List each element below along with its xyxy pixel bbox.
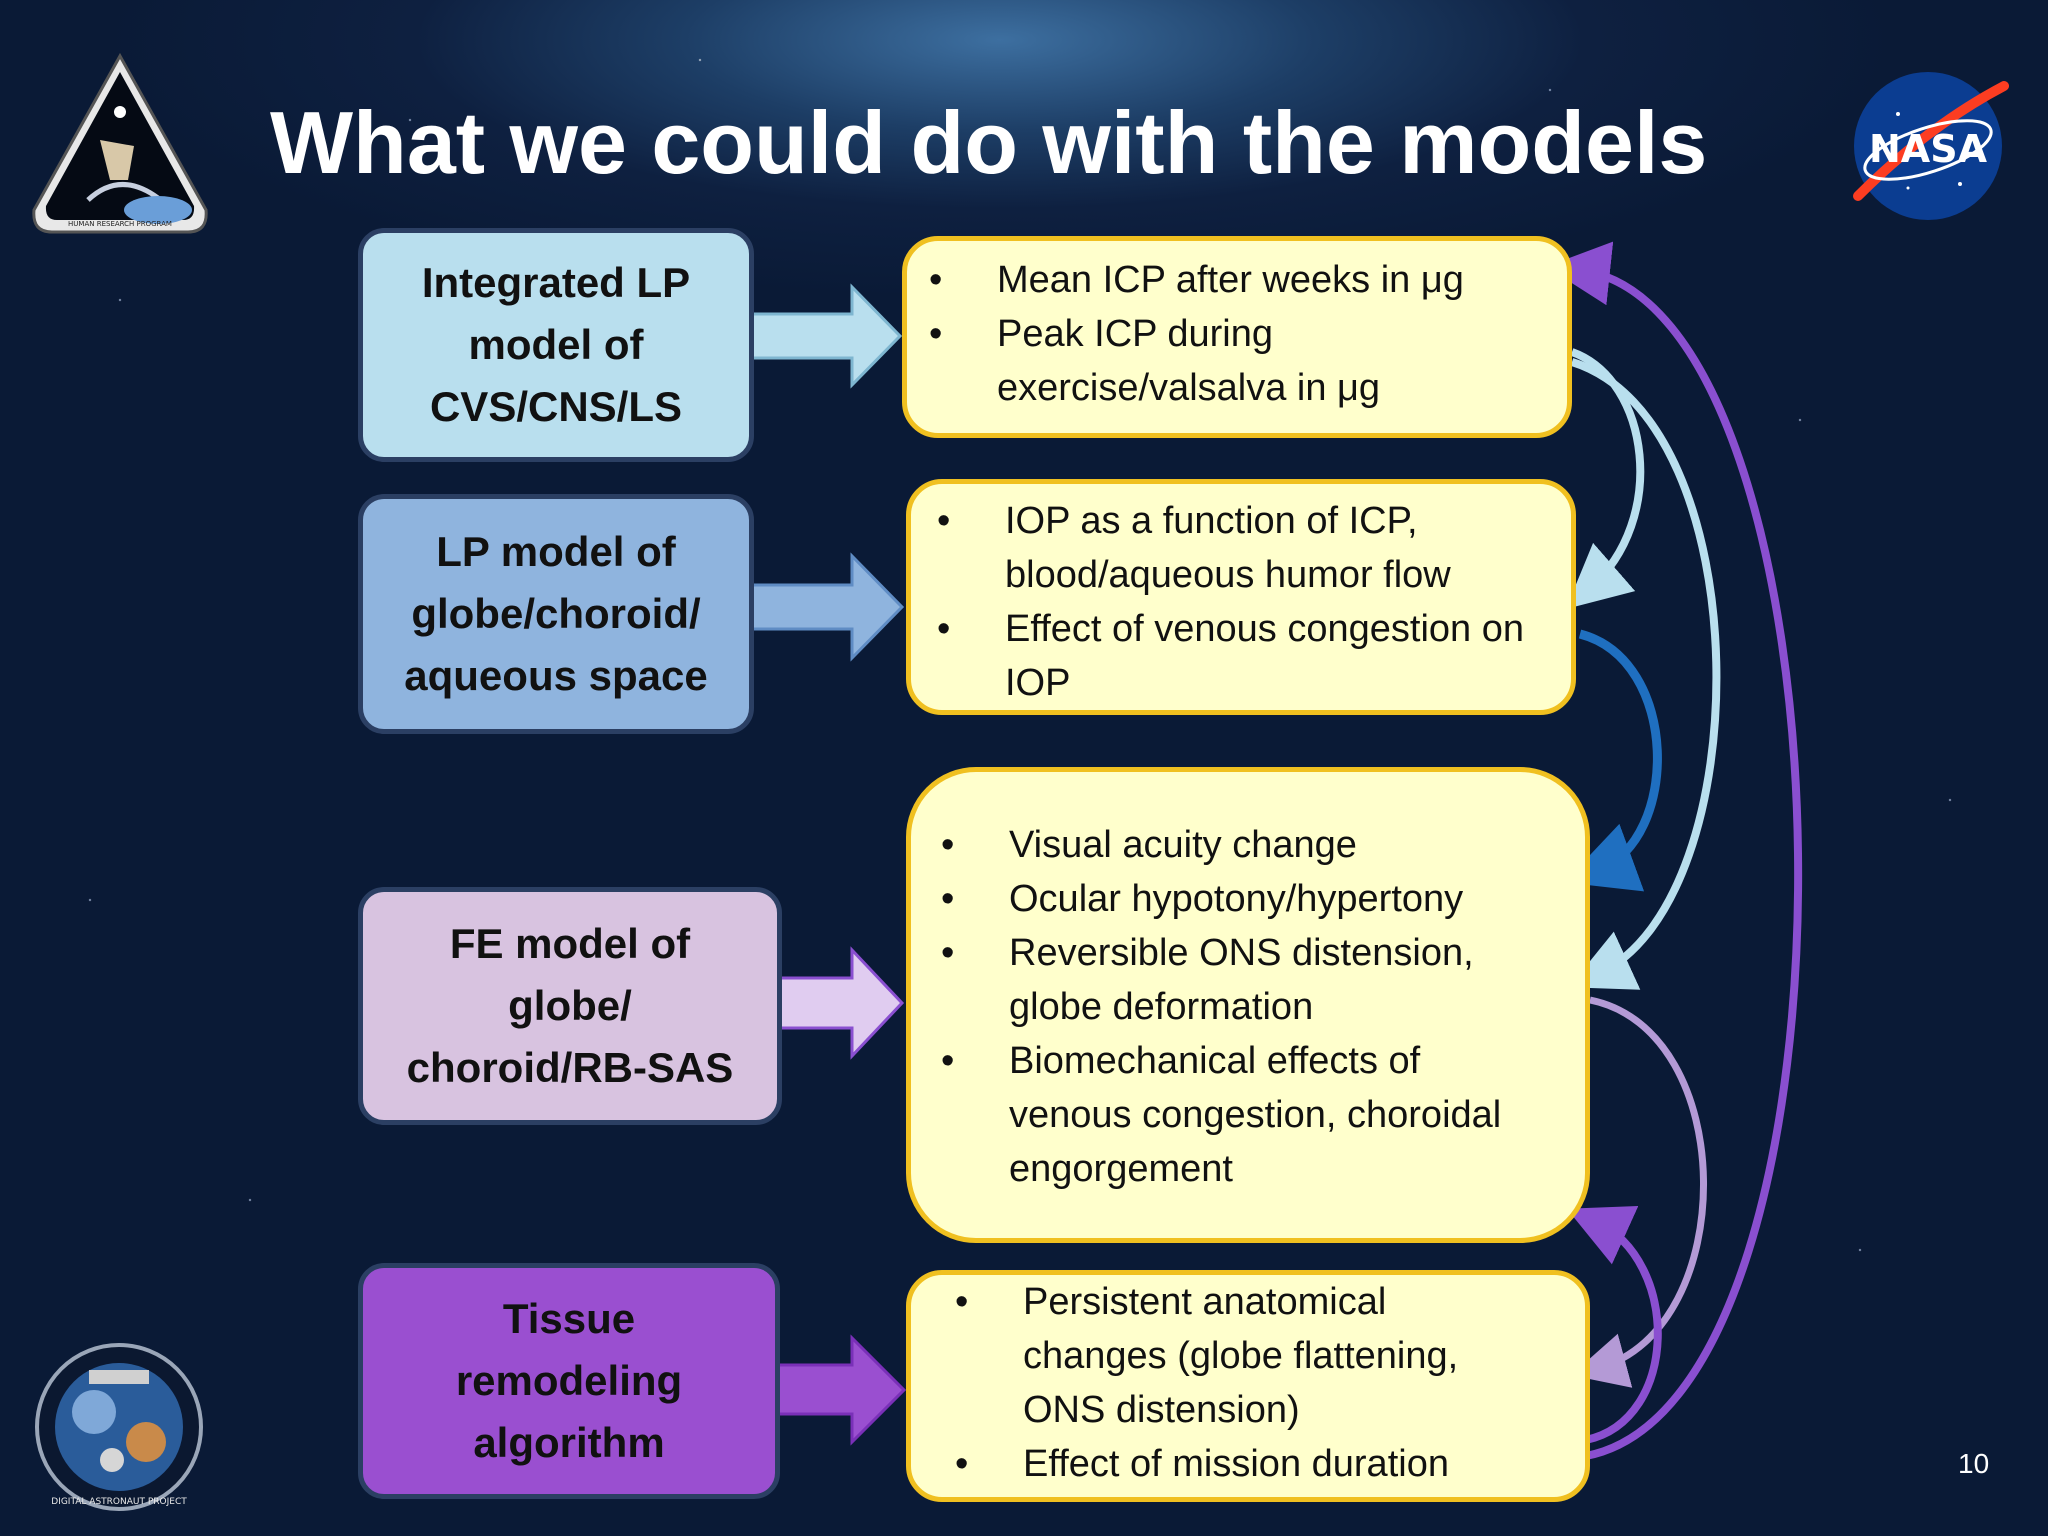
model-arrow-2: [750, 552, 905, 662]
bullet-line: IOP as a function of ICP,: [1005, 500, 1418, 542]
output-box-visual: Visual acuity change Ocular hypotony/hyp…: [906, 767, 1590, 1243]
model-box-label: LP model of globe/choroid/ aqueous space: [404, 528, 708, 699]
model-arrow-3: [778, 946, 905, 1060]
output-bullet: Reversible ONS distension, globe deformat…: [929, 926, 1575, 1034]
model-box-integrated-lp: Integrated LP model of CVS/CNS/LS: [358, 228, 754, 462]
model-box-label: Tissue remodeling algorithm: [455, 1295, 683, 1466]
output-bullet: Peak ICP during exercise/valsalva in μg: [917, 307, 1557, 415]
output-bullet: Ocular hypotony/hypertony: [929, 872, 1575, 926]
arrow-output1-to-output2: [1565, 348, 1645, 610]
bullet-line: changes (globe flattening,: [1023, 1335, 1459, 1377]
bullet-line: Visual acuity change: [1009, 824, 1357, 866]
output-bullet: Persistent anatomical changes (globe flat…: [943, 1275, 1575, 1437]
arrow-output2-to-output3: [1564, 629, 1662, 892]
bullet-line: ONS distension): [1023, 1389, 1300, 1431]
bullet-line: Persistent anatomical: [1023, 1281, 1387, 1323]
bullet-line: Effect of mission duration: [1023, 1443, 1449, 1485]
output-list: Persistent anatomical changes (globe flat…: [943, 1275, 1575, 1491]
bullet-line: Peak ICP during: [997, 313, 1274, 355]
nasa-logo-text: NASA: [1869, 127, 1988, 171]
model-box-label: Integrated LP model of CVS/CNS/LS: [421, 259, 691, 430]
model-box-fe-globe: FE model of globe/ choroid/RB-SAS: [358, 887, 782, 1125]
output-bullet: Effect of mission duration: [943, 1437, 1575, 1491]
model-box-label: FE model of globe/ choroid/RB-SAS: [406, 920, 734, 1091]
arrow-output1-to-output3: [1568, 358, 1721, 990]
arrow-output4-to-output3: [1566, 1206, 1662, 1444]
output-box-persistent: Persistent anatomical changes (globe flat…: [906, 1270, 1590, 1502]
bullet-line: venous congestion, choroidal: [1009, 1094, 1502, 1136]
bullet-line: Biomechanical effects of: [1009, 1040, 1421, 1082]
model-arrow-4: [776, 1334, 907, 1446]
output-list: Mean ICP after weeks in μg Peak ICP duri…: [917, 253, 1557, 415]
arrow-output3-to-output4: [1570, 996, 1707, 1388]
output-bullet: Biomechanical effects of venous congestio…: [929, 1034, 1575, 1196]
output-box-icp: Mean ICP after weeks in μg Peak ICP duri…: [902, 236, 1572, 438]
arrow-output4-to-output1: [1546, 241, 1803, 1460]
bullet-line: Effect of venous congestion on: [1005, 608, 1524, 650]
page-number: 10: [1958, 1448, 1990, 1479]
hrp-logo-caption: HUMAN RESEARCH PROGRAM: [68, 220, 172, 228]
bullet-line: IOP: [1005, 662, 1071, 704]
bullet-line: engorgement: [1009, 1148, 1233, 1190]
output-bullet: Mean ICP after weeks in μg: [917, 253, 1557, 307]
dap-logo-caption: DIGITAL ASTRONAUT PROJECT: [51, 1497, 187, 1507]
bullet-line: blood/aqueous humor flow: [1005, 554, 1451, 596]
slide-title: What we could do with the models: [270, 93, 1708, 192]
output-list: Visual acuity change Ocular hypotony/hyp…: [929, 818, 1575, 1196]
bullet-line: exercise/valsalva in μg: [997, 367, 1381, 409]
output-box-iop: IOP as a function of ICP, blood/aqueous h…: [906, 479, 1576, 715]
hrp-logo: HUMAN RESEARCH PROGRAM: [32, 52, 208, 234]
dap-logo: DIGITAL ASTRONAUT PROJECT: [35, 1343, 203, 1511]
model-box-tissue-remodeling: Tissue remodeling algorithm: [358, 1263, 780, 1499]
output-list: IOP as a function of ICP, blood/aqueous h…: [925, 494, 1561, 710]
output-bullet: Effect of venous congestion on IOP: [925, 602, 1561, 710]
output-bullet: IOP as a function of ICP, blood/aqueous h…: [925, 494, 1561, 602]
model-box-lp-globe: LP model of globe/choroid/ aqueous space: [358, 494, 754, 734]
output-bullet: Visual acuity change: [929, 818, 1575, 872]
bullet-line: Reversible ONS distension,: [1009, 932, 1474, 974]
model-arrow-1: [750, 283, 903, 389]
nasa-logo: NASA: [1853, 72, 2009, 220]
bullet-line: Ocular hypotony/hypertony: [1009, 878, 1464, 920]
bullet-line: globe deformation: [1009, 986, 1314, 1028]
bullet-line: Mean ICP after weeks in μg: [997, 259, 1464, 301]
